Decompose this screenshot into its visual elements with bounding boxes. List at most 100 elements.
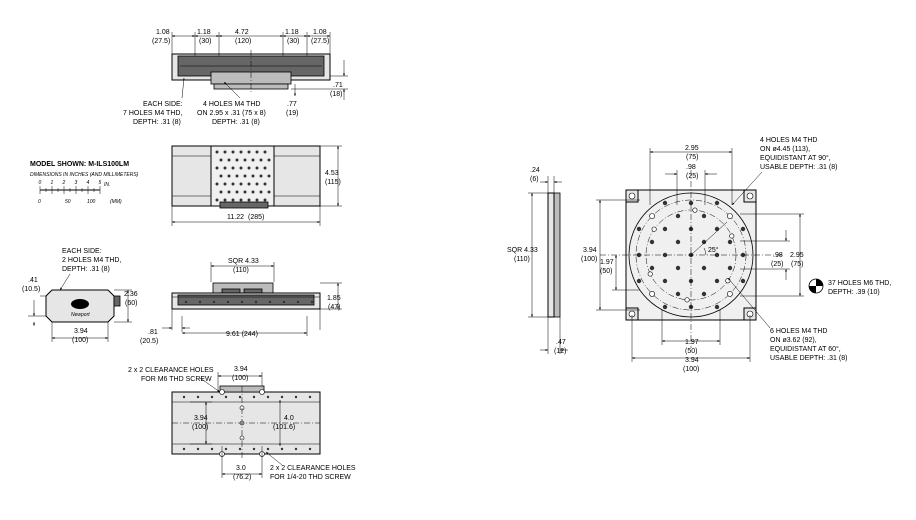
m6-clearance-hole	[219, 389, 225, 395]
plate-m6-hole	[740, 278, 746, 284]
bottom-edge-hole	[196, 447, 200, 451]
plate-m6-hole	[662, 226, 668, 232]
plate-m6-hole	[701, 239, 707, 245]
plate-hole	[251, 190, 255, 194]
dim-071: .71	[333, 82, 343, 89]
note-each-side-2-l1: EACH SIDE:	[62, 248, 102, 255]
note-r6-l3: EQUIDISTANT AT 60°,	[770, 345, 841, 353]
note-r37-l1: 37 HOLES M6 THD,	[828, 280, 891, 287]
plate-hole	[215, 198, 219, 202]
dim-197-bottom-mm: (50)	[685, 348, 697, 355]
bottom-view: 2 x 2 CLEARANCE HOLES FOR M6 THD SCREW 3…	[128, 366, 356, 481]
plate-m6-hole	[701, 291, 707, 297]
dim-098-top-mm: (25)	[686, 173, 698, 180]
square-plate-view: 25° 2.95 (75) .98 (25) 3.94 (100) 1.97 (…	[581, 137, 891, 373]
dim-185-mm: (47)	[328, 304, 340, 311]
plate-hole	[215, 182, 219, 186]
dim-40-bot-mm: (101.6)	[273, 424, 295, 431]
plate-m6-hole	[662, 252, 668, 258]
plate-m6-hole	[714, 304, 720, 310]
plate-hole	[239, 166, 243, 170]
dim-295-top: 2.95	[685, 145, 699, 152]
note-clear-m6-l2: FOR M6 THD SCREW	[141, 376, 212, 383]
bottom-edge-hole	[182, 447, 186, 451]
plate-hole	[267, 190, 271, 194]
scale-in-label: 2	[62, 180, 66, 186]
plate-hole	[231, 182, 235, 186]
note-clear-14-l2: FOR 1/4-20 THD SCREW	[270, 474, 351, 481]
side-hole	[254, 300, 258, 304]
dim-071-mm: (18)	[330, 91, 342, 98]
bottom-edge-hole	[210, 447, 214, 451]
note-4-m4-l2: ON 2.95 x .31 (75 x 8)	[197, 110, 266, 117]
plate-hole	[227, 158, 231, 162]
bottom-edge-hole	[280, 447, 284, 451]
dim-1-08-b: 1.08	[313, 29, 327, 36]
plate-hole	[215, 166, 219, 170]
scale-mm-0: 0	[38, 199, 41, 205]
right-profile-view: SQR 4.33 (110) .24 (6) .47 (12)	[507, 167, 568, 355]
plate-hole	[243, 174, 247, 178]
note-4-m4-l3: DEPTH: .31 (8)	[212, 119, 260, 126]
bottom-edge-hole	[182, 395, 186, 399]
note-clear-14-l1: 2 x 2 CLEARANCE HOLES	[270, 465, 356, 472]
scale-in-label: 3	[75, 180, 78, 186]
dim-295-right: 2.95	[790, 252, 804, 259]
plate-hole	[239, 150, 243, 154]
dim-394-left-mm: (100)	[581, 256, 597, 263]
plate-hole	[219, 158, 223, 162]
dim-197-left-mm: (50)	[600, 268, 612, 275]
note-clear-m6-l1: 2 x 2 CLEARANCE HOLES	[128, 367, 214, 374]
dim-4-53-mm: (115)	[325, 179, 341, 186]
plate-m4-90-hole	[649, 290, 656, 297]
plate-m4-90-hole	[726, 290, 733, 297]
plate-hole	[251, 158, 255, 162]
bottom-edge-hole	[210, 395, 214, 399]
newport-logo-icon	[71, 299, 89, 309]
plate-m4-60-hole	[729, 233, 735, 239]
plate-m6-hole	[714, 226, 720, 232]
plate-m6-hole	[714, 200, 720, 206]
plate-hole	[223, 150, 227, 154]
plate-m6-hole	[636, 226, 642, 232]
dim-185: 1.85	[327, 295, 341, 302]
side-hole	[198, 300, 202, 304]
dim-30-bot-mm: (76.2)	[233, 474, 251, 481]
plate-hole	[227, 174, 231, 178]
dim-394-bottom-mm: (100)	[683, 366, 699, 373]
bottom-edge-hole	[280, 395, 284, 399]
dim-394-bot-left: 3.94	[194, 415, 208, 422]
dim-1-08: 1.08	[156, 29, 170, 36]
bottom-edge-hole	[308, 447, 312, 451]
side-hole	[282, 300, 286, 304]
note-r6-l1: 6 HOLES M4 THD	[770, 328, 827, 335]
dim-40-bot: 4.0	[284, 415, 294, 422]
plate-m6-hole	[675, 239, 681, 245]
plate-hole	[235, 174, 239, 178]
note-4-m4-l1: 4 HOLES M4 THD	[203, 101, 260, 108]
side-hole	[226, 300, 230, 304]
plate-hole	[255, 198, 259, 202]
bottom-edge-hole	[266, 395, 270, 399]
plate-m4-60-hole	[692, 207, 698, 213]
dim-394-end: 3.94	[74, 328, 88, 335]
dim-394-end-mm: (100)	[72, 337, 88, 344]
plate-hole	[227, 190, 231, 194]
note-r6-l4: USABLE DEPTH: .31 (8)	[770, 355, 847, 362]
plate-m6-hole	[662, 278, 668, 284]
dim-4-72: 4.72	[235, 29, 249, 36]
plate-hole	[219, 190, 223, 194]
dim-047-mm: (12)	[554, 348, 566, 355]
note-r4-l4: USABLE DEPTH: .31 (8)	[760, 164, 837, 171]
dim-024: .24	[530, 167, 540, 174]
dim-sqr-433-r: SQR 4.33	[507, 247, 538, 254]
angle-25: 25°	[708, 246, 719, 254]
note-each-side-7-l2: 7 HOLES M4 THD,	[123, 110, 182, 117]
plate-hole	[255, 150, 259, 154]
bottom-edge-hole	[294, 447, 298, 451]
dim-041-mm: (10.5)	[22, 286, 40, 293]
plate-m6-hole	[675, 213, 681, 219]
bottom-edge-hole	[266, 447, 270, 451]
plate-hole	[263, 166, 267, 170]
plate-m6-hole	[727, 239, 733, 245]
